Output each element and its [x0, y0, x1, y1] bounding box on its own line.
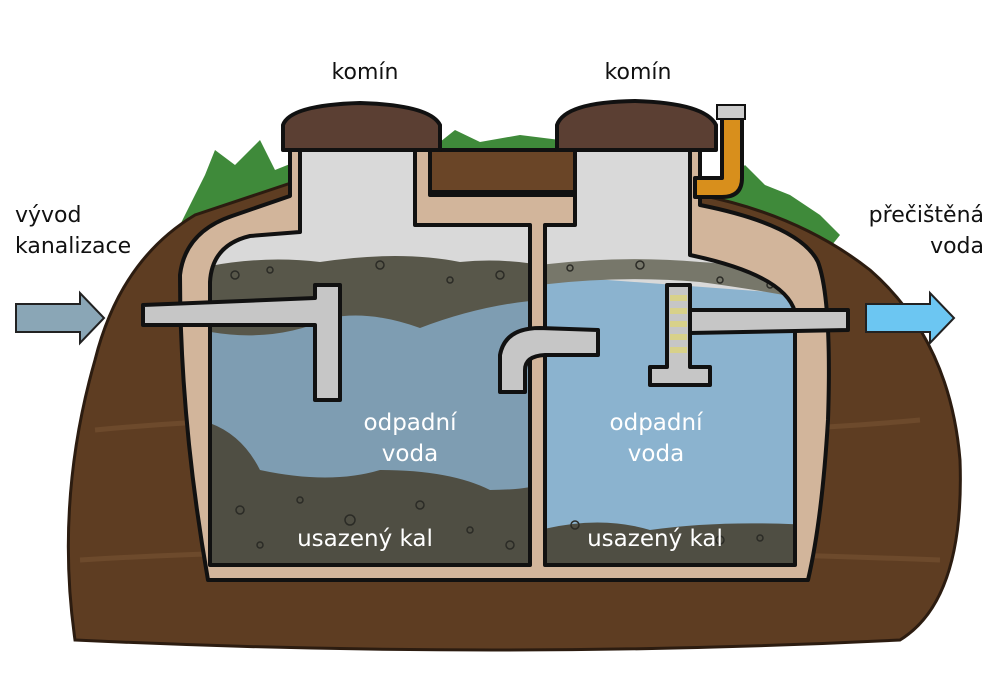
label-inlet-line1: vývod	[15, 203, 81, 228]
label-chimney-left: komín	[332, 60, 399, 85]
left-compartment-outline	[208, 148, 532, 567]
outlet-pipe	[688, 308, 850, 335]
lid-left	[281, 101, 442, 152]
label-water-right-line1: odpadní	[610, 410, 704, 436]
label-chimney-right: komín	[605, 60, 672, 85]
label-sludge-right: usazený kal	[587, 526, 723, 552]
label-inlet-line2: kanalizace	[15, 234, 131, 259]
label-water-left-line2: voda	[382, 441, 438, 467]
lid-right	[555, 99, 718, 152]
label-outlet-line2: voda	[930, 234, 984, 259]
baffle-filter	[670, 295, 687, 353]
transfer-pipe	[498, 326, 600, 394]
label-water-right-line2: voda	[628, 441, 684, 467]
label-water-left-line1: odpadní	[364, 410, 458, 436]
sludge-right	[545, 522, 795, 565]
inlet-pipe	[141, 283, 342, 402]
vent-cap	[716, 104, 746, 120]
label-outlet-line1: přečištěná	[869, 203, 984, 228]
outflow-arrow	[865, 290, 956, 346]
inflow-arrow	[15, 290, 106, 346]
label-sludge-left: usazený kal	[297, 526, 433, 552]
soil-between-chimneys	[428, 148, 577, 194]
sludge-left	[210, 420, 530, 565]
